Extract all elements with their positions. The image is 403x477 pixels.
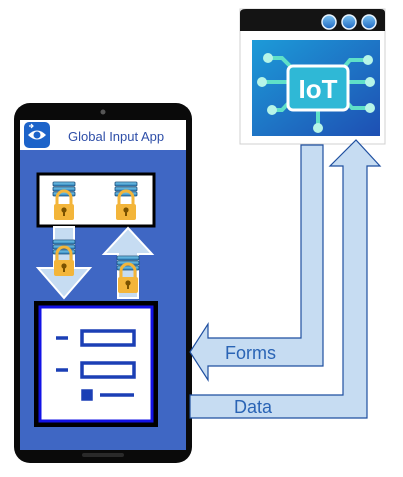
up-arrow-encrypted	[101, 226, 155, 299]
form-box	[34, 301, 158, 427]
phone-camera	[100, 109, 106, 115]
circuit-nodes	[257, 53, 375, 133]
iot-label: IoT	[299, 74, 338, 104]
forms-arrow: Forms	[189, 144, 324, 383]
window-button-3[interactable]	[361, 14, 377, 30]
server-icon	[52, 181, 76, 197]
server-icon	[114, 181, 138, 197]
data-label: Data	[234, 397, 273, 417]
phone-notch	[78, 103, 128, 115]
app-logo[interactable]	[24, 122, 50, 148]
secure-storage-box	[36, 172, 156, 228]
data-arrow: Data	[189, 139, 382, 419]
window-button-1[interactable]	[321, 14, 337, 30]
forms-label: Forms	[225, 343, 276, 363]
form-icon	[56, 329, 136, 401]
phone-bottom-bar	[82, 453, 124, 457]
window-control-buttons	[321, 14, 377, 30]
app-title: Global Input App	[68, 129, 164, 144]
window-button-2[interactable]	[341, 14, 357, 30]
iot-window: IoT	[239, 8, 386, 145]
iot-chip	[286, 64, 350, 112]
down-arrow-encrypted	[35, 226, 93, 300]
